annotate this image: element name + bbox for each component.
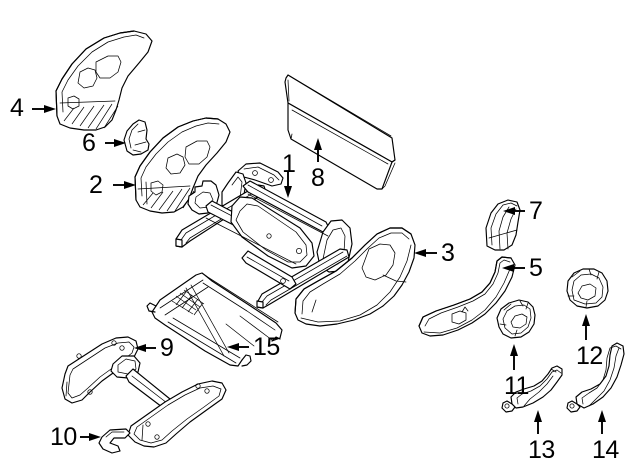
part-14-mounting-bracket-long[interactable] bbox=[566, 342, 625, 413]
callout-number-9[interactable]: 9 bbox=[160, 334, 174, 362]
callout-number-10[interactable]: 10 bbox=[50, 423, 77, 451]
part-4-outer-side-shield[interactable] bbox=[55, 30, 153, 131]
callout-number-8[interactable]: 8 bbox=[311, 164, 325, 192]
callout-number-4[interactable]: 4 bbox=[10, 94, 24, 122]
part-1-seat-track-frame[interactable] bbox=[175, 162, 353, 309]
part-13-mounting-bracket-short[interactable] bbox=[501, 365, 563, 413]
callout-number-11[interactable]: 11 bbox=[504, 372, 529, 400]
part-5-side-trim-end-cap[interactable] bbox=[418, 256, 516, 337]
callout-number-14[interactable]: 14 bbox=[592, 436, 619, 464]
callout-number-7[interactable]: 7 bbox=[529, 197, 543, 225]
callout-number-3[interactable]: 3 bbox=[441, 239, 455, 267]
part-6-recliner-lever-trim[interactable] bbox=[123, 119, 150, 156]
callout-number-2[interactable]: 2 bbox=[89, 171, 103, 199]
callout-number-12[interactable]: 12 bbox=[576, 342, 603, 370]
leader-lines-group bbox=[32, 105, 606, 441]
part-8-seat-back-panel[interactable] bbox=[284, 74, 396, 190]
callout-number-13[interactable]: 13 bbox=[528, 436, 555, 464]
callout-number-15[interactable]: 15 bbox=[253, 333, 280, 361]
part-15-suspension-spring-mat[interactable] bbox=[146, 272, 283, 367]
part-3-cushion-side-trim[interactable] bbox=[294, 227, 416, 327]
part-12-bushing-grommet[interactable] bbox=[566, 268, 609, 309]
callout-number-6[interactable]: 6 bbox=[82, 129, 96, 157]
part-9-crossmember-bracket[interactable] bbox=[61, 336, 227, 448]
callout-number-5[interactable]: 5 bbox=[529, 254, 543, 282]
part-11-bushing-grommet[interactable] bbox=[496, 299, 536, 339]
part-10-retaining-clip[interactable] bbox=[98, 428, 131, 454]
callout-number-1[interactable]: 1 bbox=[282, 150, 296, 178]
